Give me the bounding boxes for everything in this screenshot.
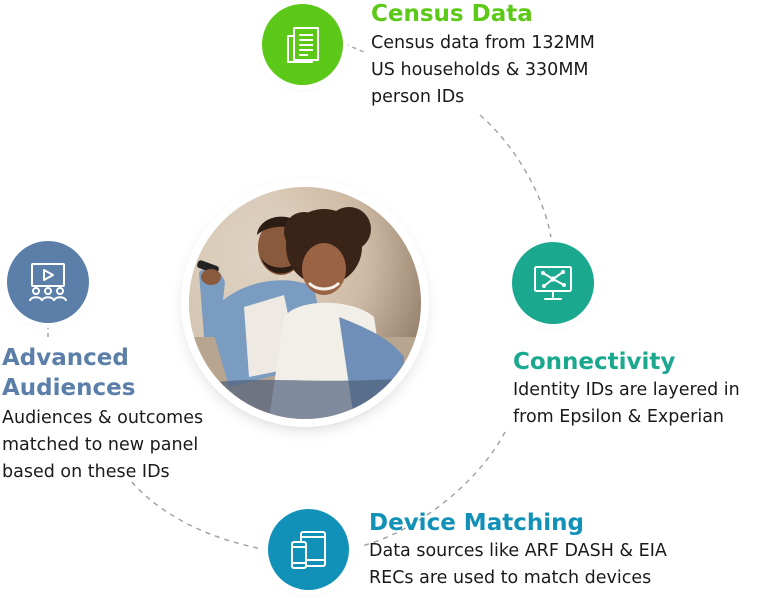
dashed-connector-connectivity-device bbox=[361, 431, 506, 547]
connectivity-desc-line: from Epsilon & Experian bbox=[513, 407, 725, 427]
census-desc-line: US households & 330MM bbox=[371, 60, 589, 80]
census-title: Census Data bbox=[371, 1, 533, 27]
device-title: Device Matching bbox=[369, 510, 584, 536]
audiences-desc-line: matched to new panel bbox=[2, 435, 199, 455]
audiences-desc-line: Audiences & outcomes bbox=[2, 408, 204, 428]
census-icon-badge bbox=[262, 4, 343, 85]
dashed-connector-device-audiences bbox=[129, 479, 269, 551]
network-monitor-icon bbox=[534, 266, 572, 300]
connectivity-icon-badge bbox=[512, 242, 594, 324]
audiences-desc-line: based on these IDs bbox=[2, 462, 170, 482]
audiences-title-line: Audiences bbox=[2, 375, 136, 401]
census-desc-line: Census data from 132MM bbox=[371, 33, 595, 53]
audiences-description: Audiences & outcomes matched to new pane… bbox=[2, 405, 203, 486]
dashed-connector-census-tick bbox=[344, 43, 365, 53]
couple-watching-tv-photo bbox=[189, 187, 421, 419]
connectivity-title: Connectivity bbox=[513, 349, 676, 375]
device-icon-badge bbox=[268, 509, 349, 590]
device-description: Data sources like ARF DASH & EIA RECs ar… bbox=[369, 538, 667, 592]
audience-screen-icon bbox=[29, 263, 67, 302]
dashed-connector-census-connectivity bbox=[479, 114, 553, 246]
device-desc-line: Data sources like ARF DASH & EIA bbox=[369, 541, 667, 561]
devices-icon bbox=[290, 530, 326, 569]
census-desc-line: person IDs bbox=[371, 87, 465, 107]
audiences-title-line: Advanced bbox=[2, 345, 129, 371]
connectivity-description: Identity IDs are layered in from Epsilon… bbox=[513, 377, 740, 431]
census-description: Census data from 132MM US households & 3… bbox=[371, 30, 595, 111]
audiences-icon-badge bbox=[7, 241, 89, 323]
connectivity-desc-line: Identity IDs are layered in bbox=[513, 380, 740, 400]
device-desc-line: RECs are used to match devices bbox=[369, 568, 652, 588]
audiences-title: Advanced Audiences bbox=[2, 343, 135, 403]
document-icon bbox=[286, 26, 319, 63]
